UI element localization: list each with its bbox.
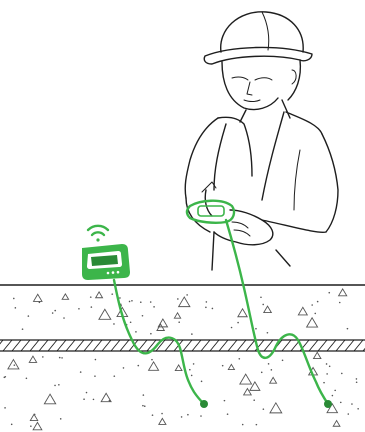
hard-hat: [204, 12, 312, 64]
arms: [186, 182, 326, 245]
wifi-signal-icon: [88, 226, 108, 242]
embedded-sensor-right: [324, 400, 332, 408]
wire-to-right-sensor: [226, 220, 328, 404]
rebar-layer: [0, 340, 365, 351]
embedded-sensor-left: [200, 400, 208, 408]
worker-figure: [185, 12, 338, 270]
head: [222, 60, 300, 110]
sensor-wires: [114, 220, 328, 404]
data-logger-device: [82, 244, 130, 280]
